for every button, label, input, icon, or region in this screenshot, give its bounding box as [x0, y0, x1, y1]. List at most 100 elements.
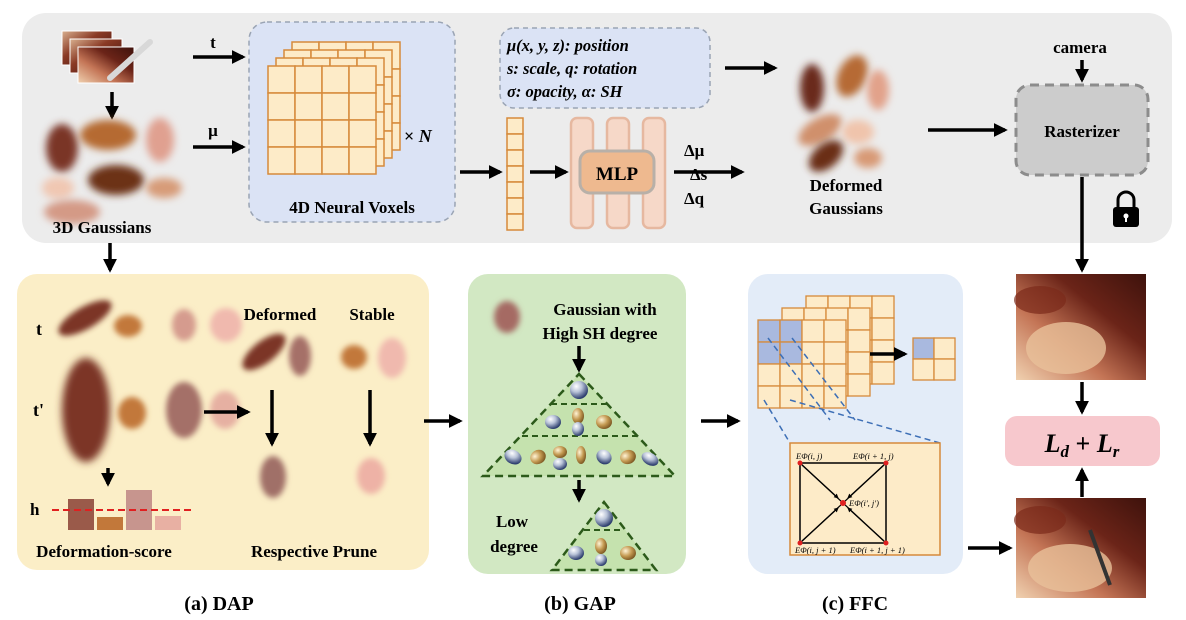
attribute-scale-rotation: s: scale, q: rotation — [506, 59, 637, 78]
ffc-grid-cell — [779, 341, 803, 365]
ffc-grid-cell — [871, 339, 895, 363]
delta-q: Δq — [684, 189, 705, 208]
voxel-cell — [267, 65, 296, 94]
rasterizer-box — [1014, 83, 1150, 177]
deformation-score-label: Deformation-score — [36, 542, 172, 561]
dap-deformed-label: Deformed — [244, 305, 317, 324]
t-input-label: t — [210, 33, 216, 52]
feature-cell — [506, 133, 524, 151]
delta-s: Δs — [690, 165, 708, 184]
mlp-label: MLP — [596, 164, 639, 185]
ffc-small-cell — [933, 358, 956, 381]
feature-cell — [506, 213, 524, 231]
voxel-cell — [348, 146, 377, 175]
loss-term-r: L — [1096, 429, 1113, 458]
video-frames — [61, 30, 153, 84]
dap-caption: (a) DAP — [184, 593, 253, 615]
voxel-cell — [294, 119, 323, 148]
ffc-grid-cell — [823, 341, 847, 365]
ffc-grid-cell — [823, 363, 847, 387]
rasterizer-label: Rasterizer — [1044, 122, 1120, 141]
lock-icon — [1113, 190, 1139, 227]
ffc-grid-cell — [847, 329, 871, 353]
voxel-cell — [321, 65, 350, 94]
dap-gaussians-t-prime — [62, 358, 240, 462]
sh-basis-functions — [504, 381, 659, 470]
ffc-grid-cell — [779, 319, 803, 343]
ffc-grid-cell — [871, 317, 895, 341]
voxel-cell — [348, 119, 377, 148]
rendered-image-top — [1014, 274, 1146, 380]
loss-sub-d: d — [1061, 442, 1070, 461]
delta-mu: Δμ — [684, 141, 705, 160]
deformed-gaussians-label-1: Deformed — [810, 176, 883, 195]
ffc-grid-cell — [847, 373, 871, 397]
feature-cell — [506, 165, 524, 183]
ffc-grid-cell — [823, 319, 847, 343]
ffc-grid-cell — [757, 341, 781, 365]
voxel-times-n: × N — [404, 126, 433, 146]
ffc-grid-cell — [847, 351, 871, 375]
voxel-cell — [267, 119, 296, 148]
loss-term-d: L — [1044, 429, 1061, 458]
score-bar — [97, 517, 123, 530]
ffc-caption: (c) FFC — [822, 593, 888, 615]
deformation-score-bars — [68, 490, 181, 530]
voxel-cell — [294, 92, 323, 121]
ffc-grid-cell — [871, 361, 895, 385]
voxel-cell — [321, 146, 350, 175]
camera-label: camera — [1053, 38, 1107, 57]
dap-gaussians-t — [58, 300, 242, 342]
voxel-cell — [267, 146, 296, 175]
ffc-e-i1j: EΦ(i + 1, j) — [852, 451, 894, 461]
dap-stable-gaussians — [341, 338, 406, 494]
dap-t-prime-label: t' — [33, 400, 44, 420]
ffc-small-cell — [912, 337, 935, 360]
low-degree-label-1: Low — [496, 512, 529, 531]
ffc-grid-cell — [871, 295, 895, 319]
deformed-gaussians-label-2: Gaussians — [809, 199, 883, 218]
gap-high-sh-gaussian — [494, 301, 520, 333]
ffc-e-ij: EΦ(i, j) — [795, 451, 822, 461]
gap-label-2: High SH degree — [543, 324, 658, 343]
ffc-grid-cell — [779, 385, 803, 409]
feature-cell — [506, 197, 524, 215]
voxel-cell — [267, 92, 296, 121]
ffc-zoom-lines — [763, 337, 941, 444]
dap-t-label: t — [36, 319, 42, 339]
deformed-gaussians — [798, 55, 889, 172]
dap-stable-label: Stable — [349, 305, 395, 324]
voxel-cell — [321, 92, 350, 121]
feature-cell — [506, 117, 524, 135]
3d-gaussians — [42, 118, 182, 224]
ffc-small-cell — [933, 337, 956, 360]
gap-label-1: Gaussian with — [553, 300, 657, 319]
loss-sub-r: r — [1113, 442, 1120, 461]
loss-box — [1005, 416, 1160, 466]
dap-h-label: h — [30, 500, 40, 519]
feature-cell — [506, 181, 524, 199]
ffc-interpolation-cell — [789, 442, 941, 556]
score-bar — [155, 516, 181, 530]
voxel-cell — [321, 119, 350, 148]
ffc-e-iprime: EΦ(i', j') — [848, 498, 879, 508]
low-degree-label-2: degree — [490, 537, 538, 556]
ffc-grid-cell — [779, 363, 803, 387]
attribute-position: μ(x, y, z): position — [506, 36, 629, 55]
ffc-grid-cell — [847, 307, 871, 331]
mlp-block — [569, 116, 667, 230]
ffc-grid-cell — [823, 385, 847, 409]
loss-plus: + — [1069, 429, 1097, 458]
score-bar — [68, 499, 94, 530]
ffc-grid-cell — [757, 363, 781, 387]
ffc-grid-cell — [801, 319, 825, 343]
ffc-grid-cell — [757, 385, 781, 409]
ffc-small-cell — [912, 358, 935, 381]
ffc-e-ij1: EΦ(i, j + 1) — [794, 545, 836, 555]
ffc-grid-cell — [801, 363, 825, 387]
rendered-image-bottom — [1014, 498, 1146, 598]
voxel-grid-stack — [267, 41, 401, 175]
ffc-grid-cell — [801, 341, 825, 365]
dap-deformed-gaussians — [242, 333, 311, 498]
